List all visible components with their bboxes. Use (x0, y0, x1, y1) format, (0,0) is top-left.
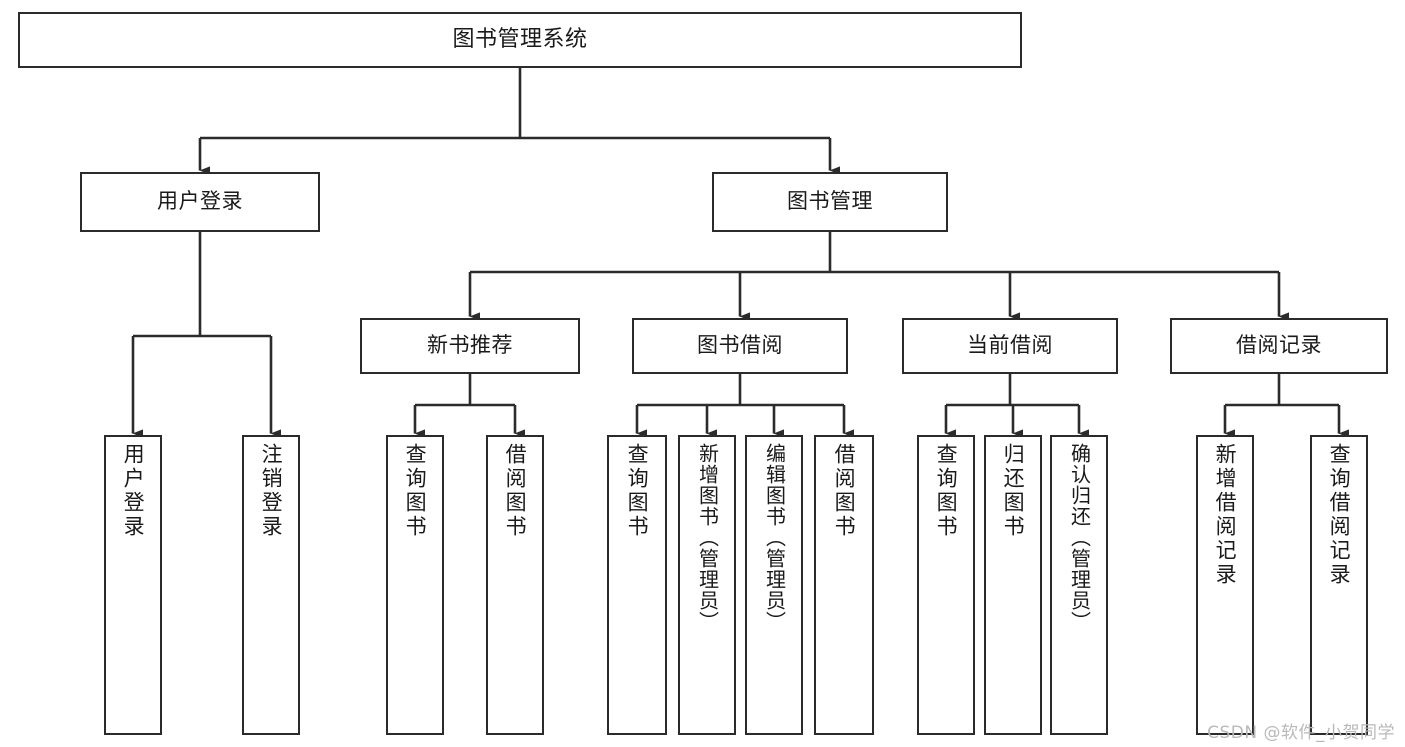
leaf-query-borrow-record[interactable]: 查询借阅记录 (1310, 435, 1368, 735)
node-label: 借阅图书 (832, 443, 857, 539)
node-label: 用户登录 (157, 189, 243, 214)
node-label: 图书借阅 (697, 333, 783, 358)
node-label: 归还图书 (1001, 443, 1026, 539)
leaf-return-book[interactable]: 归还图书 (984, 435, 1042, 735)
node-label: 查询图书 (403, 443, 428, 539)
leaf-edit-book-admin[interactable]: 编辑图书（管理员） (745, 435, 803, 735)
node-label: 借阅记录 (1236, 333, 1322, 358)
node-label: 借阅图书 (503, 443, 528, 539)
leaf-borrow-book-2[interactable]: 借阅图书 (814, 435, 874, 735)
node-current-borrowing[interactable]: 当前借阅 (902, 318, 1118, 374)
csdn-watermark: CSDN @软件_小贺同学 (1207, 723, 1395, 743)
leaf-query-book-3[interactable]: 查询图书 (917, 435, 975, 735)
leaf-query-book-2[interactable]: 查询图书 (607, 435, 667, 735)
node-label: 当前借阅 (967, 333, 1053, 358)
node-label: 确认归还（管理员） (1067, 443, 1092, 632)
node-label: 新增借阅记录 (1213, 443, 1238, 587)
node-label: 图书管理系统 (452, 26, 588, 52)
node-label: 用户登录 (121, 443, 146, 539)
node-book-management[interactable]: 图书管理 (712, 172, 948, 232)
leaf-borrow-book-1[interactable]: 借阅图书 (486, 435, 544, 735)
node-label: 查询借阅记录 (1327, 443, 1352, 587)
node-label: 新书推荐 (427, 333, 513, 358)
leaf-query-book-1[interactable]: 查询图书 (386, 435, 444, 735)
leaf-logout[interactable]: 注销登录 (242, 435, 300, 735)
node-new-book-recommendation[interactable]: 新书推荐 (360, 318, 580, 374)
node-label: 新增图书（管理员） (695, 443, 720, 632)
node-book-borrowing[interactable]: 图书借阅 (632, 318, 848, 374)
node-label: 编辑图书（管理员） (762, 443, 787, 632)
node-root-book-management-system[interactable]: 图书管理系统 (18, 12, 1022, 68)
node-user-login[interactable]: 用户登录 (80, 172, 320, 232)
leaf-add-book-admin[interactable]: 新增图书（管理员） (678, 435, 736, 735)
node-label: 查询图书 (934, 443, 959, 539)
leaf-user-login[interactable]: 用户登录 (104, 435, 162, 735)
node-label: 注销登录 (259, 443, 284, 539)
node-borrowing-records[interactable]: 借阅记录 (1170, 318, 1388, 374)
node-label: 图书管理 (787, 189, 873, 214)
node-label: 查询图书 (625, 443, 650, 539)
leaf-confirm-return-admin[interactable]: 确认归还（管理员） (1050, 435, 1108, 735)
leaf-add-borrow-record[interactable]: 新增借阅记录 (1196, 435, 1254, 735)
